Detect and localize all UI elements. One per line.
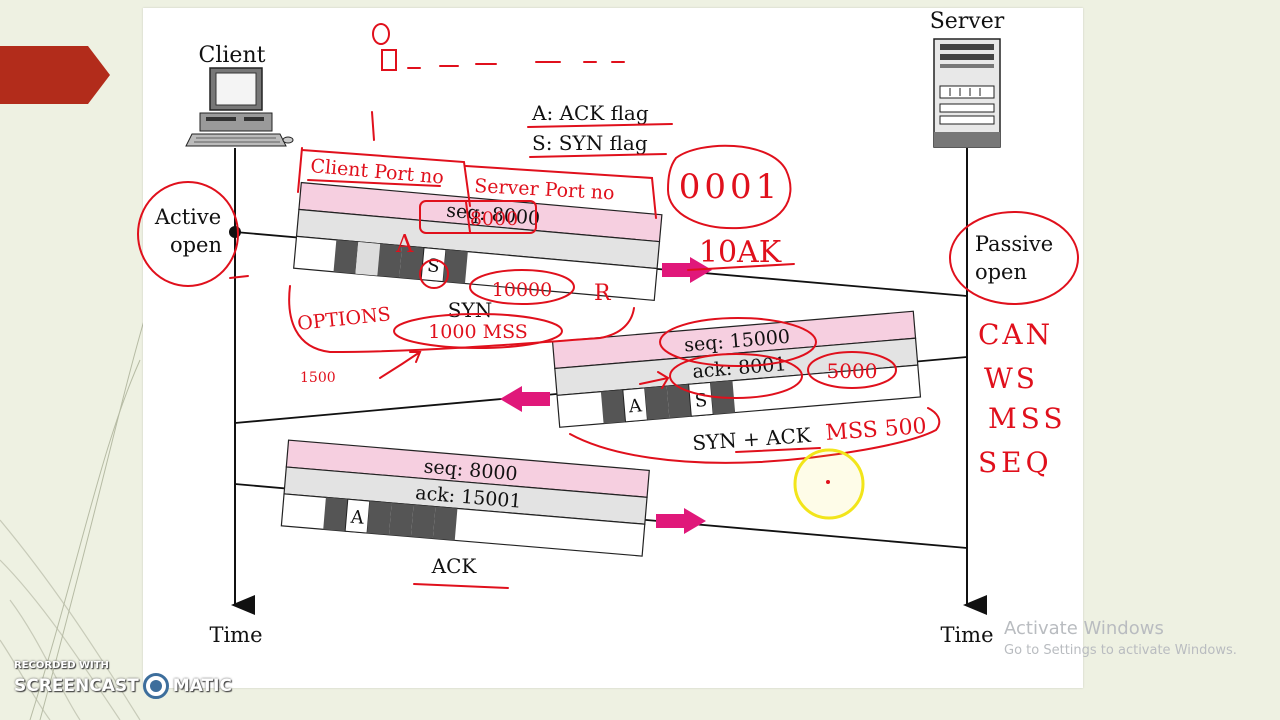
note-mss: MSS [988, 402, 1067, 435]
client-label: Client [199, 43, 266, 68]
note-bits-0001: 0001 [679, 167, 782, 207]
synack-flag-a: A [627, 395, 644, 417]
ack-flag-a: A [349, 507, 366, 529]
syn-caption: SYN [448, 298, 492, 322]
ack-caption: ACK [431, 554, 478, 578]
record-icon [142, 673, 169, 699]
brand-right-text: MATIC [172, 676, 232, 696]
recorded-with-label: RECORDED WITH [14, 660, 109, 671]
active-open-line2: open [170, 233, 222, 257]
note-ws: WS [984, 362, 1038, 395]
note-seq: SEQ [978, 446, 1053, 479]
syn-segment: seq: 8000 S [293, 181, 663, 302]
accent-tab [0, 46, 110, 104]
legend-syn-flag: S: SYN flag [532, 131, 648, 155]
brand-left-text: SCREENCAST [14, 676, 139, 696]
time-label-right: Time [940, 623, 993, 647]
legend-ack-flag: A: ACK flag [531, 101, 649, 125]
synack-direction-arrow [500, 386, 550, 412]
server-label: Server [930, 9, 1005, 34]
active-open-line1: Active [154, 205, 221, 229]
time-label-left: Time [209, 623, 262, 647]
note-a-mark: A [395, 230, 414, 258]
note-window-10000: 10000 [492, 279, 552, 301]
server-icon [933, 38, 1001, 148]
note-5000: 5000 [827, 359, 878, 383]
note-options: OPTIONS [296, 303, 392, 335]
note-seq-8000: 8000 [470, 208, 518, 230]
ack-direction-arrow [656, 508, 706, 534]
note-10ak: 10AK [699, 235, 782, 270]
ack-segment: seq: 8000 ack: 15001 A [280, 439, 650, 557]
note-mss-500: MSS 500 [825, 414, 928, 446]
note-r: R [594, 281, 612, 306]
note-1500: 1500 [300, 370, 336, 386]
screencast-logo: RECORDED WITH SCREENCAST MATIC [14, 660, 232, 699]
syn-flag-s: S [426, 255, 440, 277]
activate-windows-subtitle: Go to Settings to activate Windows. [1004, 643, 1237, 658]
note-mss-1000: 1000 MSS [428, 321, 528, 343]
activate-windows-title: Activate Windows [1004, 618, 1164, 639]
client-computer-icon [185, 67, 294, 147]
passive-open-line2: open [975, 260, 1027, 284]
passive-open-line1: Passive [975, 232, 1053, 256]
cursor-highlight [793, 448, 865, 520]
note-can: CAN [978, 318, 1053, 351]
pen-annotations [137, 23, 1079, 589]
